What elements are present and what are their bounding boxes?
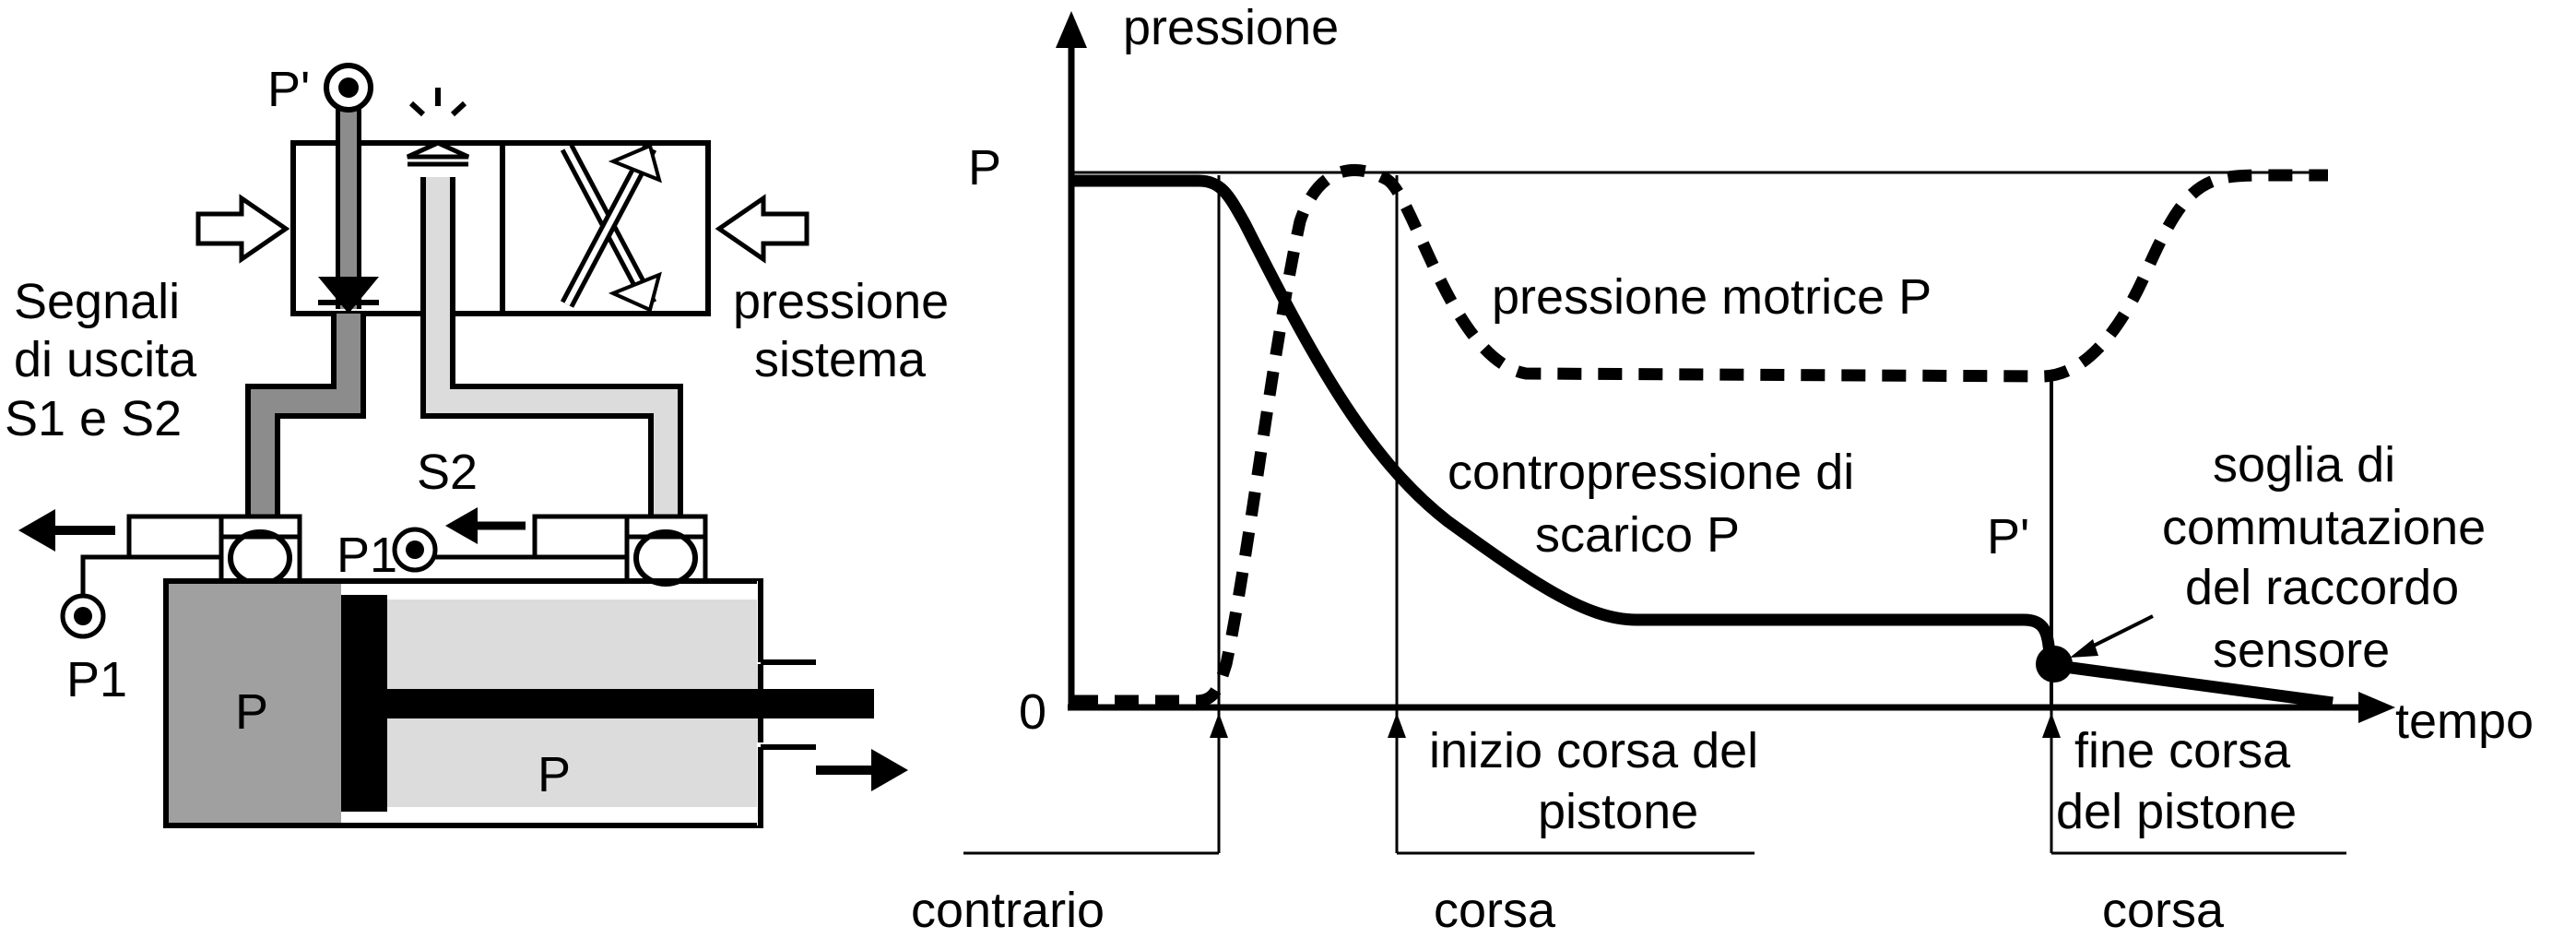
dark-pressure-line bbox=[245, 88, 379, 516]
pressure-time-graph: pressione tempo P 0 pressi bbox=[911, 0, 2534, 938]
svg-text:S1 e S2: S1 e S2 bbox=[5, 391, 182, 446]
sensor-fitting-left bbox=[126, 514, 302, 587]
light-pressure-line bbox=[406, 140, 683, 516]
output-signals-label: Segnali di uscita S1 e S2 bbox=[5, 274, 197, 446]
port-p1-mid-icon bbox=[392, 527, 438, 573]
port-p-prime-icon bbox=[324, 63, 373, 113]
pilot-arrow-right bbox=[715, 194, 809, 264]
bottom-label-corsa-2: corsa bbox=[2102, 883, 2225, 938]
svg-text:del pistone: del pistone bbox=[2056, 784, 2297, 839]
x-axis bbox=[1068, 692, 2395, 723]
svg-text:sistema: sistema bbox=[754, 332, 927, 387]
port-s2-label: S2 bbox=[417, 445, 478, 500]
tick-zero-label: 0 bbox=[1019, 684, 1046, 740]
output-arrow-left bbox=[18, 509, 115, 552]
pneumatic-circuit: P' P1 bbox=[5, 62, 949, 828]
rod-motion-arrow bbox=[816, 749, 908, 791]
motive-pressure-curve bbox=[1074, 163, 2328, 707]
exhaust-burst-icon bbox=[408, 88, 467, 117]
event-start-label: inizio corsa del pistone bbox=[1429, 723, 1758, 839]
p1-left-line bbox=[80, 554, 129, 598]
svg-text:inizio corsa del: inizio corsa del bbox=[1429, 723, 1758, 778]
svg-text:Segnali: Segnali bbox=[14, 274, 180, 329]
curve-label-motrice: pressione motrice P bbox=[1492, 269, 1932, 325]
svg-text:del raccordo: del raccordo bbox=[2185, 560, 2459, 615]
svg-text:contropressione di: contropressione di bbox=[1448, 445, 1854, 500]
x-axis-label: tempo bbox=[2395, 694, 2534, 749]
chamber-right-label: P bbox=[538, 747, 571, 802]
tick-p-label: P bbox=[968, 140, 1001, 196]
threshold-label: soglia di commutazione del raccordo sens… bbox=[2162, 437, 2486, 678]
y-axis-label: pressione bbox=[1123, 0, 1339, 55]
port-p-prime-label: P' bbox=[267, 62, 310, 117]
svg-text:soglia di: soglia di bbox=[2213, 437, 2395, 493]
svg-text:commutazione: commutazione bbox=[2162, 500, 2486, 555]
svg-text:pistone: pistone bbox=[1538, 784, 1698, 839]
event-end-label: fine corsa del pistone bbox=[2056, 723, 2297, 839]
sensor-fitting-right bbox=[532, 514, 708, 587]
port-p1-left-label: P1 bbox=[66, 652, 127, 707]
event-arrows bbox=[1210, 713, 2061, 738]
switch-threshold-marker bbox=[2036, 646, 2073, 683]
svg-text:pressione: pressione bbox=[733, 274, 949, 329]
pneumatic-cylinder bbox=[163, 578, 874, 828]
marker-p-prime-label: P' bbox=[1987, 509, 2029, 564]
piston-rod bbox=[387, 689, 874, 718]
output-arrow-s2 bbox=[445, 507, 526, 544]
svg-text:fine corsa: fine corsa bbox=[2074, 723, 2291, 778]
port-p1-left-icon bbox=[60, 593, 106, 639]
svg-text:di uscita: di uscita bbox=[14, 332, 197, 387]
bottom-label-corsa-1: corsa bbox=[1434, 883, 1556, 938]
svg-text:scarico P: scarico P bbox=[1535, 507, 1740, 563]
curve-label-contropressione: contropressione di scarico P bbox=[1448, 445, 1854, 563]
pilot-arrow-left bbox=[195, 194, 290, 264]
directional-valve bbox=[195, 140, 809, 316]
bottom-label-contrario: contrario bbox=[911, 883, 1105, 938]
y-axis bbox=[1056, 11, 1087, 710]
chamber-left-label: P bbox=[235, 684, 268, 740]
svg-text:sensore: sensore bbox=[2213, 623, 2390, 678]
valve-cross-arrows bbox=[560, 143, 662, 313]
back-pressure-curve bbox=[1074, 174, 2334, 709]
system-pressure-label: pressione sistema bbox=[733, 274, 949, 387]
piston bbox=[341, 595, 387, 812]
threshold-pointer-arrow bbox=[2070, 614, 2154, 658]
port-p1-mid-label: P1 bbox=[337, 528, 397, 583]
